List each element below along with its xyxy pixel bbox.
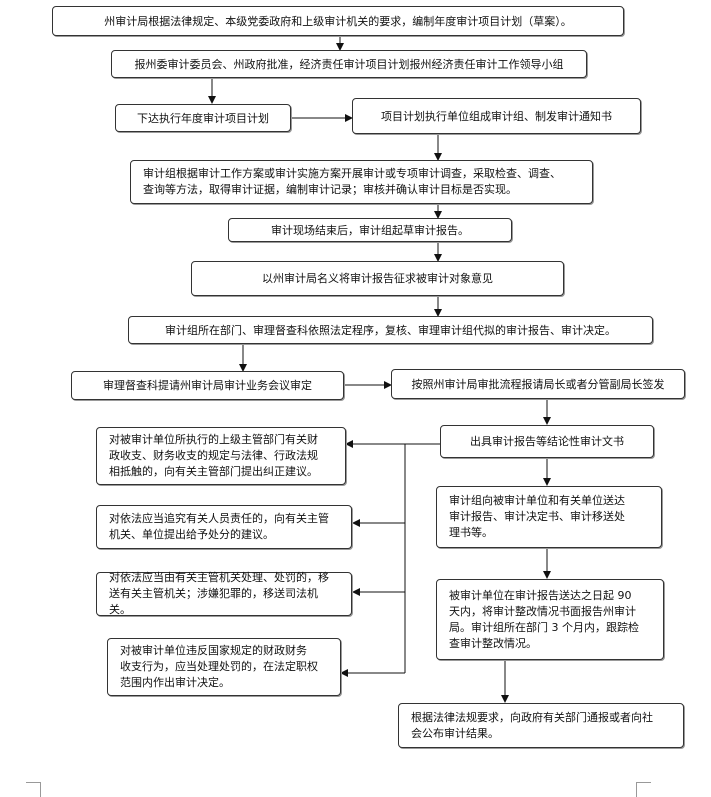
- page-corner-mark-left: [26, 782, 41, 797]
- step-conduct-audit: 审计组根据审计工作方案或审计实施方案开展审计或专项审计调查，采取检查、调查、 查…: [130, 160, 593, 204]
- box-rectification-report: 被审计单位在审计报告送达之日起 90 天内，将审计整改情况书面报告州审计 局。审…: [436, 579, 664, 660]
- box-audit-decision: 对被审计单位违反国家规定的财政财务 收支行为，应当处理处罚的，在法定职权 范围内…: [107, 638, 341, 696]
- box-deliver-documents: 审计组向被审计单位和有关单位送达 审计报告、审计决定书、审计移送处 理书等。: [436, 486, 662, 548]
- step-sign-off: 按照州审计局审批流程报请局长或者分管副局长签发: [391, 369, 685, 399]
- page-corner-mark-right: [636, 782, 651, 797]
- box-transfer-authorities: 对依法应当由有关主管机关处理、处罚的，移 送有关主管机关；涉嫌犯罪的，移送司法机…: [96, 571, 352, 616]
- step-compile-plan: 州审计局根据法律规定、本级党委政府和上级审计机关的要求，编制年度审计项目计划（草…: [52, 6, 624, 36]
- box-disciplinary-suggestion: 对依法应当追究有关人员责任的，向有关主管 机关、单位提出给予处分的建议。: [96, 505, 352, 549]
- step-issue-plan: 下达执行年度审计项目计划: [115, 104, 291, 132]
- step-form-audit-team: 项目计划执行单位组成审计组、制发审计通知书: [352, 98, 641, 134]
- step-review: 审计组所在部门、审理督查科依照法定程序，复核、审理审计组代拟的审计报告、审计决定…: [128, 316, 653, 344]
- step-draft-report: 审计现场结束后，审计组起草审计报告。: [228, 218, 512, 242]
- box-correction-suggestion: 对被审计单位所执行的上级主管部门有关财 政收支、财务收支的规定与法律、行政法规 …: [96, 427, 346, 485]
- step-issue-documents: 出具审计报告等结论性审计文书: [440, 425, 654, 458]
- step-approval: 报州委审计委员会、州政府批准，经济责任审计项目计划报州经济责任审计工作领导小组: [111, 50, 587, 78]
- step-solicit-opinions: 以州审计局名义将审计报告征求被审计对象意见: [191, 261, 564, 296]
- box-publish-results: 根据法律法规要求，向政府有关部门通报或者向社 会公布审计结果。: [398, 703, 684, 748]
- step-business-meeting: 审理督查科提请州审计局审计业务会议审定: [71, 371, 344, 400]
